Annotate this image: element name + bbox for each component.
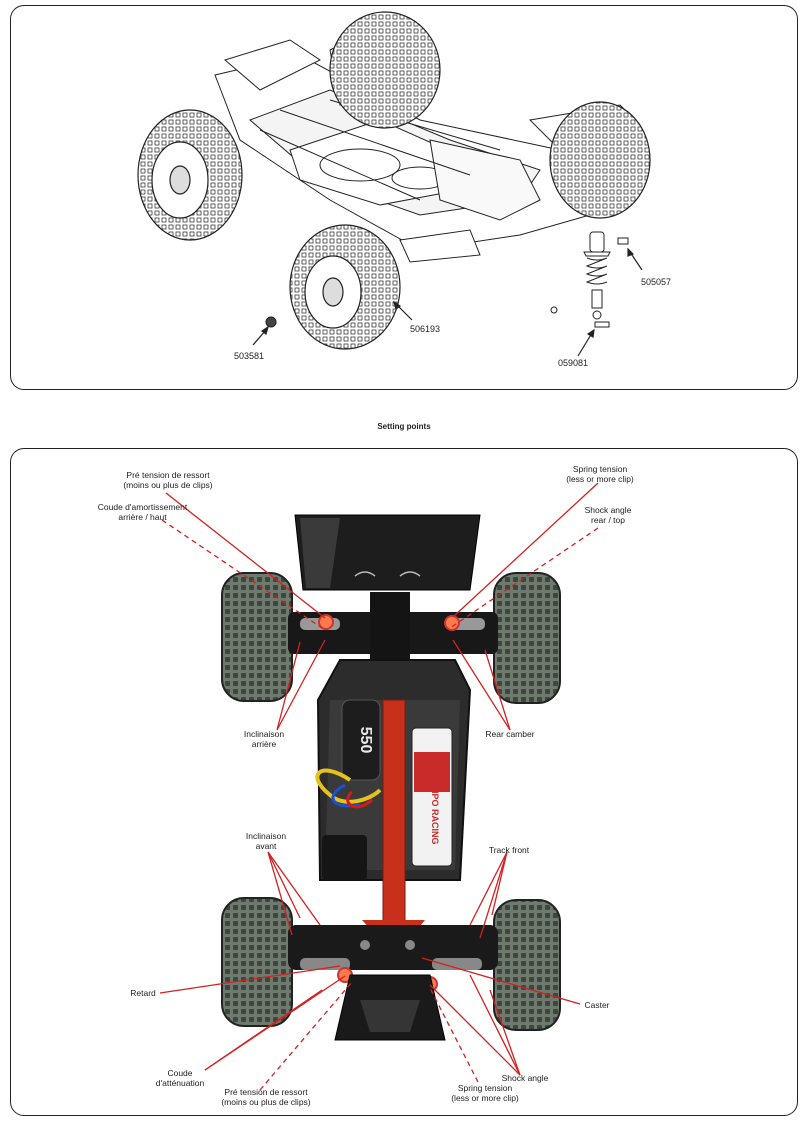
yellow-wire <box>315 768 382 804</box>
red-wire <box>346 790 373 809</box>
front-suspension <box>288 925 498 992</box>
battery: LIPO RACING <box>411 727 453 867</box>
esc-unit <box>322 835 367 880</box>
screw-part-505057 <box>617 237 629 245</box>
section-title: Setting points <box>377 422 431 431</box>
label-pre-tension-top: Pré tension de ressort (moins ou plus de… <box>123 470 213 490</box>
nut-part <box>265 316 277 328</box>
exploded-view-drawing <box>137 11 651 357</box>
label-rear-camber: Rear camber <box>485 729 535 739</box>
part-arrows <box>252 247 643 357</box>
center-spine <box>382 699 406 931</box>
leader-lines <box>159 482 599 1091</box>
label-spring-tension-bottom: Spring tension (less or more clip) <box>451 1083 519 1103</box>
rear-suspension <box>288 592 498 662</box>
motor-label: 550 <box>357 727 374 754</box>
tire-rear-right <box>549 101 651 219</box>
tire-front-bottom <box>289 224 401 350</box>
label-track-front: Track front <box>488 845 530 855</box>
rear-wing <box>294 514 481 591</box>
tire-rear-right-photo <box>493 572 561 704</box>
label-inclinaison-avant: Inclinaison avant <box>245 831 287 851</box>
tire-rear-top <box>329 11 441 129</box>
screw-part-059081 <box>594 321 610 328</box>
part-number-503581: 503581 <box>234 351 265 361</box>
tire-front-left <box>137 109 243 241</box>
part-number-059081: 059081 <box>558 358 589 368</box>
label-caster: Caster <box>584 1000 610 1010</box>
label-inclinaison-arriere: Inclinaison arrière <box>243 729 285 749</box>
label-coude-attenuation: Coude d'atténuation <box>155 1068 205 1088</box>
label-shock-angle-bottom: Shock angle <box>501 1073 549 1083</box>
part-number-505057: 505057 <box>641 277 672 287</box>
label-retard: Retard <box>130 988 156 998</box>
motor: 550 <box>341 699 381 781</box>
label-coude-amortissement: Coude d'amortissement arrière / haut <box>97 502 188 522</box>
part-number-506193: 506193 <box>410 324 441 334</box>
label-pre-tension-bottom: Pré tension de ressort (moins ou plus de… <box>221 1087 311 1107</box>
battery-label: LIPO RACING <box>430 785 440 844</box>
washer-part <box>550 306 558 314</box>
tire-rear-left-photo <box>221 572 293 702</box>
label-spring-tension-top: Spring tension (less or more clip) <box>566 464 634 484</box>
shock-absorber-part <box>583 231 611 320</box>
tire-front-right-photo <box>493 899 561 1031</box>
tire-front-left-photo <box>221 897 293 1027</box>
label-shock-angle-top: Shock angle rear / top <box>584 505 632 525</box>
